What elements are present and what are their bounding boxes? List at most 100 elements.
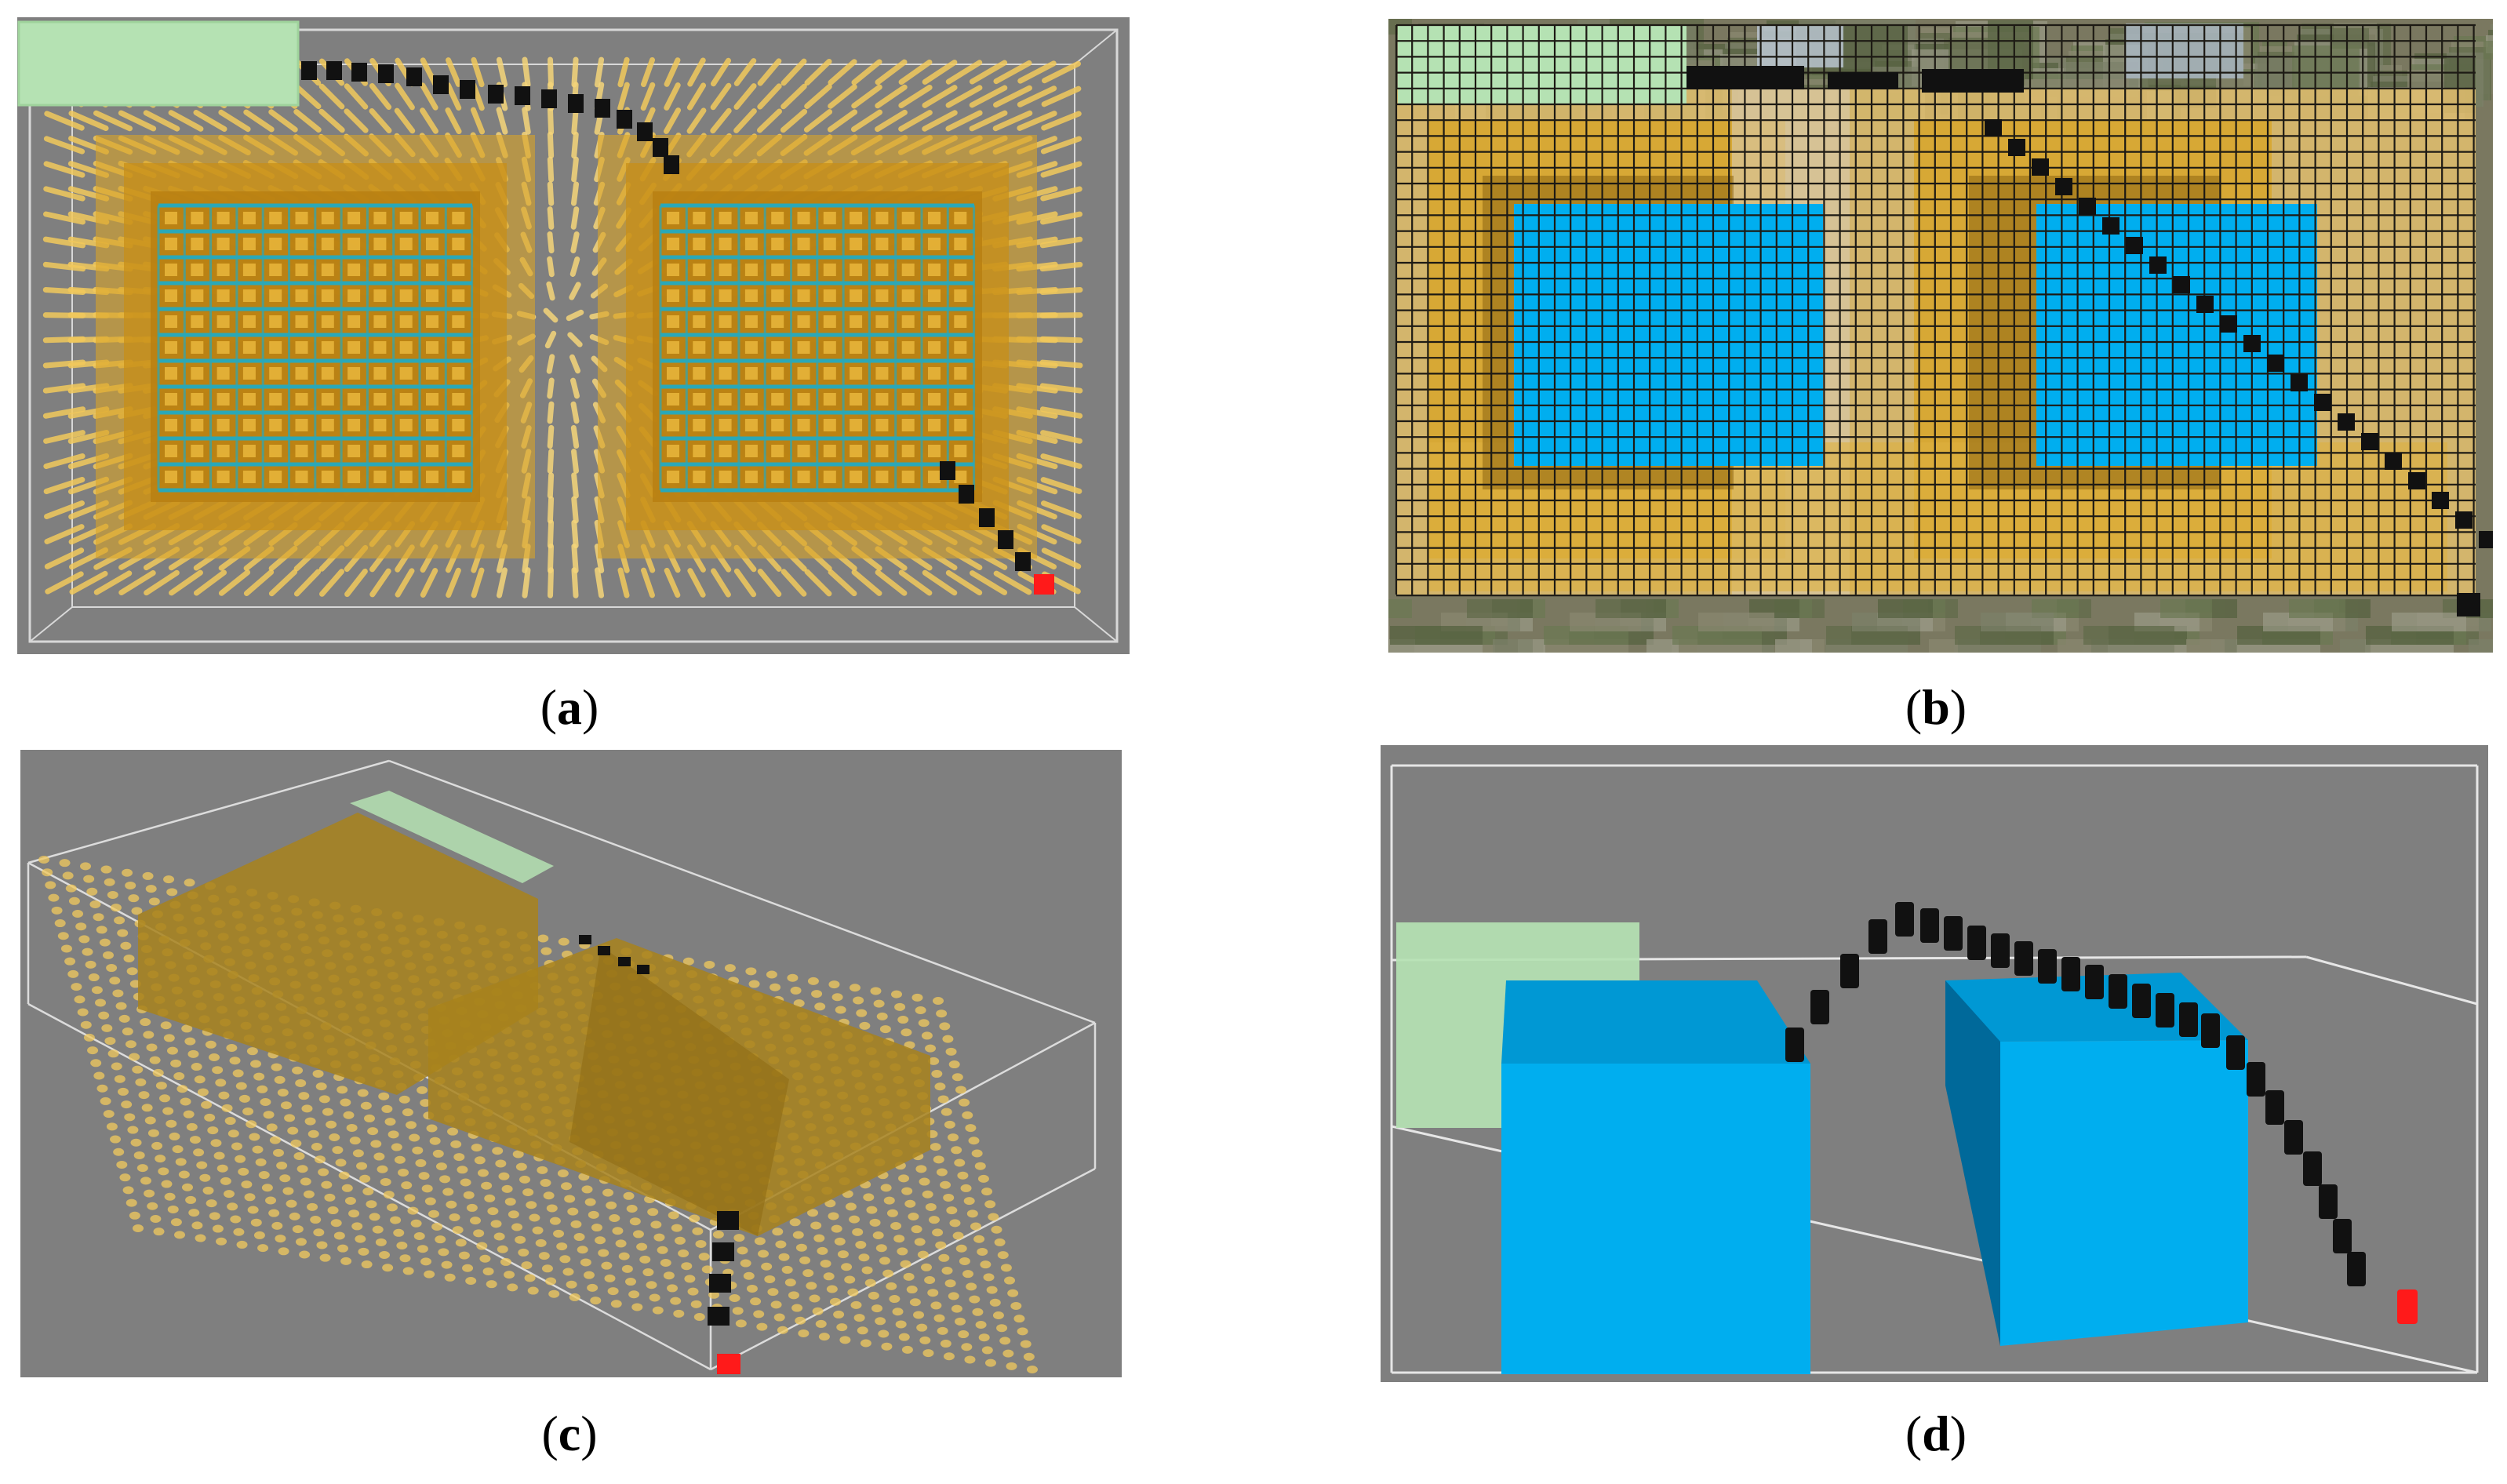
risk-particle [265,1196,277,1205]
risk-particle [710,57,732,87]
risk-particle [824,1199,836,1208]
risk-particle [866,1206,878,1214]
risk-particle [98,1011,110,1020]
risk-particle [282,1187,294,1195]
risk-particle [199,1173,211,1182]
risk-voxel [667,367,679,380]
risk-particle [44,547,85,569]
risk-particle [462,1264,474,1272]
risk-particle [975,1321,987,1329]
risk-particle [814,1002,826,1011]
path-waypoint-icon [460,80,475,99]
risk-particle [379,1251,391,1260]
risk-particle [937,1326,948,1335]
risk-particle [453,1153,465,1162]
risk-particle [921,1031,933,1040]
risk-voxel [399,212,413,224]
risk-voxel [850,445,863,457]
risk-particle [1040,477,1082,494]
risk-voxel [216,289,230,302]
goal-marker-icon [2457,593,2480,617]
risk-particle [51,906,63,915]
risk-particle [756,1322,768,1331]
risk-particle [490,1220,502,1228]
risk-particle [952,1231,964,1240]
risk-particle [571,472,579,499]
risk-particle [512,1150,524,1158]
risk-particle [972,1308,984,1316]
risk-voxel [667,419,679,431]
path-waypoint-icon [2079,198,2096,215]
risk-voxel [928,393,941,406]
risk-particle [632,1230,644,1238]
risk-voxel [426,393,438,406]
risk-particle [826,1285,838,1293]
risk-particle [268,569,298,597]
risk-particle [435,1235,446,1244]
risk-particle [366,1200,377,1209]
risk-particle [72,910,84,918]
risk-voxel [452,367,465,380]
risk-particle [802,1269,814,1278]
risk-particle [898,1174,910,1183]
risk-particle [746,1284,758,1293]
risk-particle [369,108,392,133]
risk-voxel [797,264,810,276]
risk-particle [166,888,178,897]
risk-particle [668,1211,679,1220]
risk-particle [827,109,858,133]
risk-voxel [321,238,334,250]
risk-particle [399,1254,411,1263]
risk-particle [547,377,555,399]
risk-particle [993,85,1032,108]
risk-particle [671,1224,682,1232]
risk-particle [799,1256,811,1264]
risk-particle [1023,1352,1035,1361]
risk-voxel [399,471,413,483]
risk-voxel [744,445,758,457]
path-waypoint-icon [2319,1184,2338,1219]
satellite-patch [2289,599,2345,618]
risk-voxel [954,393,967,406]
risk-particle [261,1184,273,1192]
risk-voxel [269,341,282,354]
risk-particle [455,1238,467,1247]
risk-particle [642,1268,654,1277]
risk-voxel [242,212,256,224]
risk-particle [853,996,864,1005]
risk-particle [293,1152,305,1161]
risk-voxel [954,315,967,328]
risk-particle [914,1238,926,1246]
risk-particle [71,983,82,991]
risk-particle [275,1235,286,1243]
risk-voxel [928,238,941,250]
risk-particle [546,354,555,374]
path-waypoint-icon [1967,926,1986,960]
risk-voxel [823,341,836,354]
risk-particle [93,913,104,922]
risk-particle [313,1228,325,1237]
risk-particle [421,1184,433,1193]
risk-particle [151,1141,163,1150]
risk-particle [807,977,819,985]
risk-particle [664,567,681,598]
risk-particle [594,567,605,598]
path-waypoint-icon [979,508,995,527]
risk-voxel [928,341,941,354]
risk-particle [663,1271,675,1280]
path-waypoint-icon [1920,908,1939,943]
risk-particle [640,82,656,111]
risk-particle [315,1155,326,1164]
risk-particle [135,1078,147,1086]
risk-particle [413,1231,425,1240]
risk-voxel [321,212,334,224]
risk-particle [1039,261,1083,272]
risk-voxel [901,471,915,483]
risk-voxel [321,419,334,431]
risk-voxel [954,289,967,302]
bounding-box-edge [1074,29,1118,65]
risk-particle [59,859,71,867]
risk-particle [764,1275,776,1283]
risk-voxel [693,393,706,406]
risk-particle [124,1113,136,1122]
